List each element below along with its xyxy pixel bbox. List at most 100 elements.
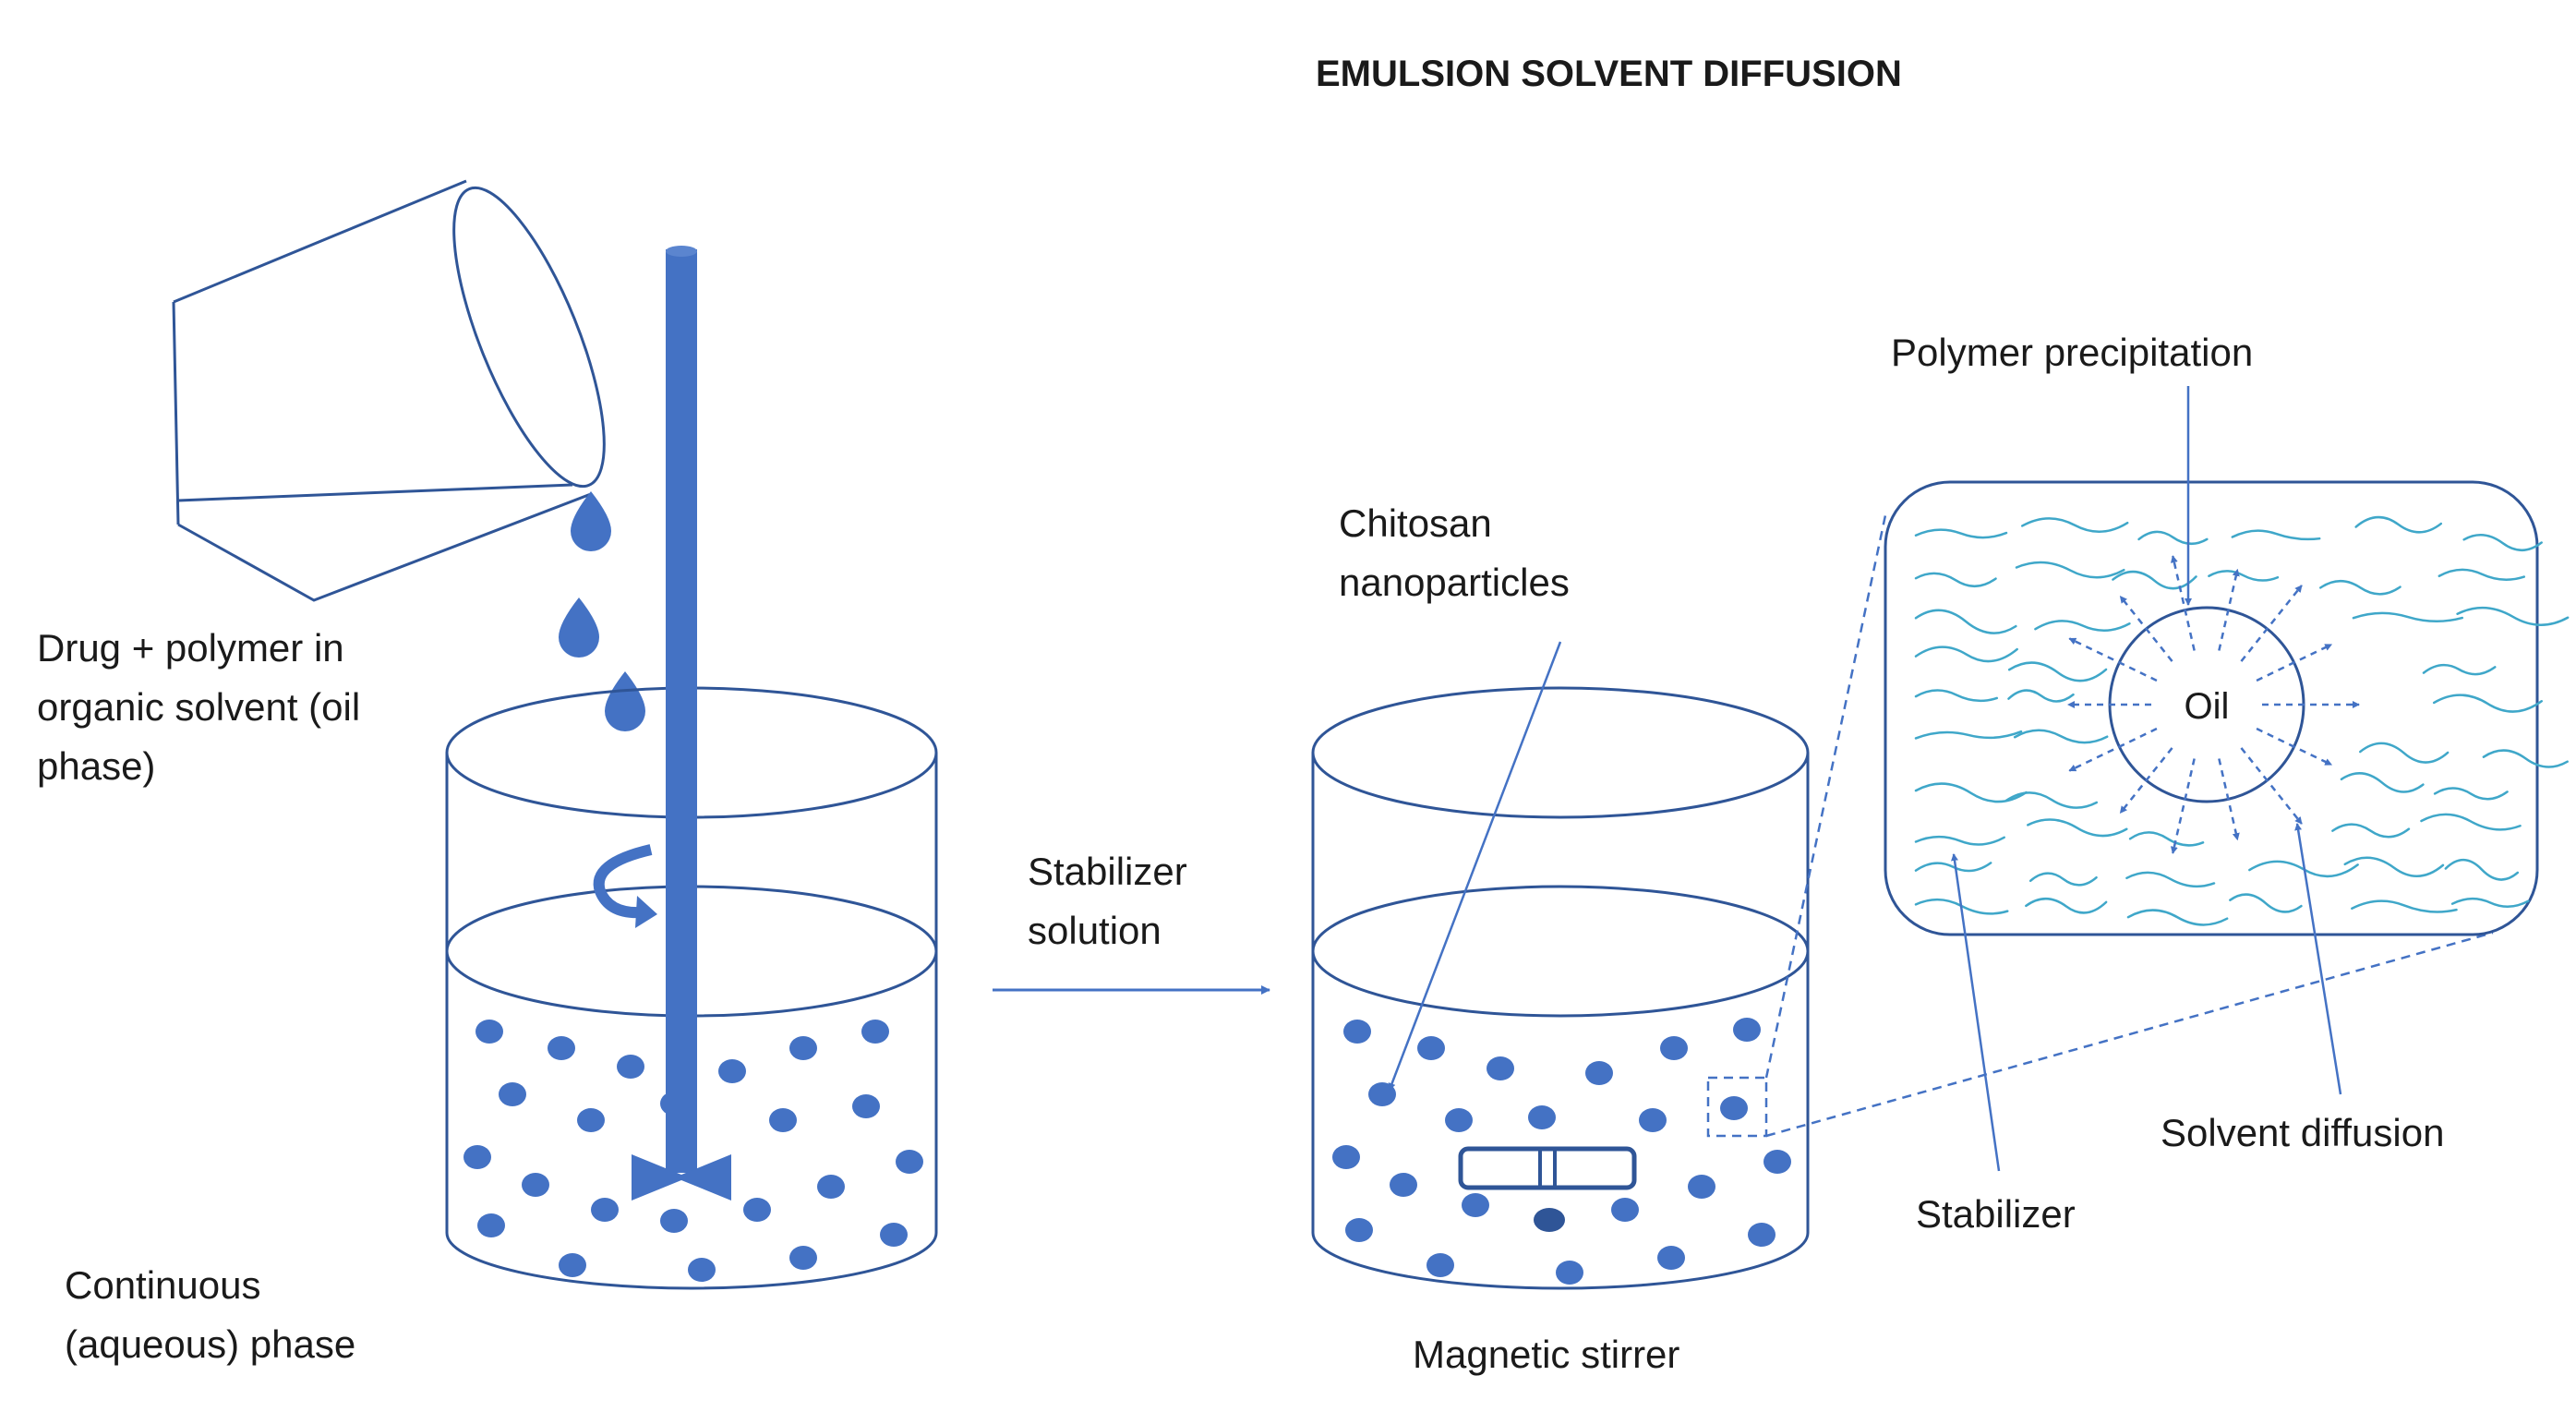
nanoparticle: [1487, 1056, 1514, 1080]
droplet: [617, 1055, 644, 1079]
droplet: [817, 1175, 845, 1199]
polymer-precipitation-label: Polymer precipitation: [1891, 331, 2254, 374]
polymer-strand: [2128, 831, 2205, 847]
oil-droplets: [559, 491, 645, 731]
stabilizer-solution-line-2: solution: [1028, 909, 1162, 952]
droplet: [718, 1059, 746, 1083]
polymer-strand: [2343, 856, 2445, 877]
nanoparticle: [1585, 1061, 1613, 1085]
nanoparticle: [1748, 1223, 1776, 1247]
continuous-phase-line-2: (aqueous) phase: [65, 1322, 356, 1366]
droplet: [880, 1223, 908, 1247]
nanoparticle: [1688, 1175, 1715, 1199]
zoom-indicator: [1706, 514, 2494, 1138]
droplet: [591, 1198, 619, 1222]
chitosan-pointer: [1388, 641, 1562, 1091]
polymer-strand: [1914, 730, 2023, 740]
diffusion-arrow: [2170, 555, 2196, 651]
polymer-strand: [2422, 663, 2497, 676]
right-beaker-nanoparticles: [1332, 1018, 1791, 1285]
chitosan-line-1: Chitosan: [1339, 501, 1492, 545]
polymer-strand: [2015, 561, 2125, 579]
polymer-strand: [2208, 570, 2280, 582]
polymer-strand: [2331, 823, 2411, 839]
polymer-strands: [1914, 515, 2570, 926]
droplet: [769, 1108, 797, 1132]
polymer-strand: [2004, 791, 2099, 809]
polymer-strand: [2420, 813, 2522, 831]
polymer-strand: [2027, 818, 2128, 838]
stirring-rod: [632, 246, 731, 1201]
polymer-strand: [1914, 528, 2008, 539]
polymer-strand: [2021, 517, 2129, 533]
droplet: [577, 1108, 605, 1132]
polymer-strand: [2229, 893, 2303, 913]
impeller-blade: [632, 1154, 731, 1201]
diffusion-arrows: [2067, 555, 2360, 854]
oil-phase-line-3: phase): [37, 744, 156, 788]
magnetic-stirrer-label: Magnetic stirrer: [1413, 1333, 1680, 1376]
diffusion-arrow: [2240, 585, 2303, 662]
droplet: [688, 1258, 716, 1282]
nanoparticle: [1639, 1108, 1667, 1132]
nanoparticle: [1417, 1036, 1445, 1060]
oil-phase-line-1: Drug + polymer in: [37, 626, 344, 670]
droplet: [852, 1094, 880, 1118]
pouring-beaker: [172, 179, 606, 602]
nanoparticle: [1345, 1218, 1373, 1242]
zoom-panel: Oil: [1884, 480, 2570, 936]
droplet-1: [571, 491, 611, 551]
nanoparticle: [1556, 1261, 1583, 1285]
diffusion-arrow: [2119, 595, 2173, 662]
polymer-strand: [2352, 611, 2464, 623]
oil-label: Oil: [2185, 686, 2230, 727]
nanoparticle: [1611, 1198, 1639, 1222]
polymer-strand: [2444, 858, 2520, 881]
polymer-strand: [1914, 782, 2028, 803]
polymer-strand: [2125, 871, 2216, 888]
oil-phase-label: Drug + polymer in organic solvent (oil p…: [37, 619, 360, 796]
droplet: [789, 1036, 817, 1060]
solvent-diffusion-pointer: [2294, 823, 2342, 1095]
droplet: [499, 1082, 526, 1106]
polymer-strand: [2482, 749, 2569, 768]
polymer-strand: [2456, 606, 2570, 626]
polymer-strand: [1914, 646, 2018, 663]
continuous-phase-line-1: Continuous: [65, 1263, 261, 1307]
oil-phase-line-2: organic solvent (oil: [37, 685, 361, 729]
polymer-strand: [1914, 862, 1992, 873]
polymer-strand: [2007, 689, 2075, 703]
stabilizer-solution-label: Stabilizer solution: [1028, 842, 1187, 960]
diagram-title: EMULSION SOLVENT DIFFUSION: [1316, 54, 1902, 94]
droplet: [463, 1145, 491, 1169]
droplet: [548, 1036, 575, 1060]
droplet: [896, 1150, 923, 1174]
diffusion-arrow: [2256, 643, 2333, 682]
right-beaker: [1311, 686, 1810, 1290]
stabilizer-solution-line-1: Stabilizer: [1028, 850, 1187, 893]
chitosan-line-2: nanoparticles: [1339, 561, 1570, 604]
polymer-strand: [2432, 694, 2543, 713]
polymer-strand: [2354, 515, 2443, 534]
nanoparticle: [1390, 1173, 1417, 1197]
nanoparticle: [1445, 1108, 1473, 1132]
nanoparticle: [1462, 1193, 1489, 1217]
nanoparticle: [1657, 1246, 1685, 1270]
polymer-strand: [1914, 609, 2017, 634]
polymer-strand: [1914, 572, 1997, 588]
nanoparticle: [1660, 1036, 1688, 1060]
droplet: [660, 1209, 688, 1233]
polymer-strand: [2340, 772, 2425, 793]
nanoparticle: [1720, 1096, 1748, 1120]
polymer-strand: [2358, 742, 2450, 764]
stabilizer-pointer: [1951, 853, 2001, 1172]
diffusion-arrow: [2240, 747, 2303, 825]
magnetic-stir-bar: [1458, 1146, 1637, 1232]
polymer-strand: [2025, 897, 2108, 914]
diffusion-arrow: [2119, 747, 2173, 815]
droplet: [861, 1020, 889, 1044]
diffusion-arrow: [2256, 727, 2333, 766]
diffusion-arrow: [2218, 568, 2240, 651]
